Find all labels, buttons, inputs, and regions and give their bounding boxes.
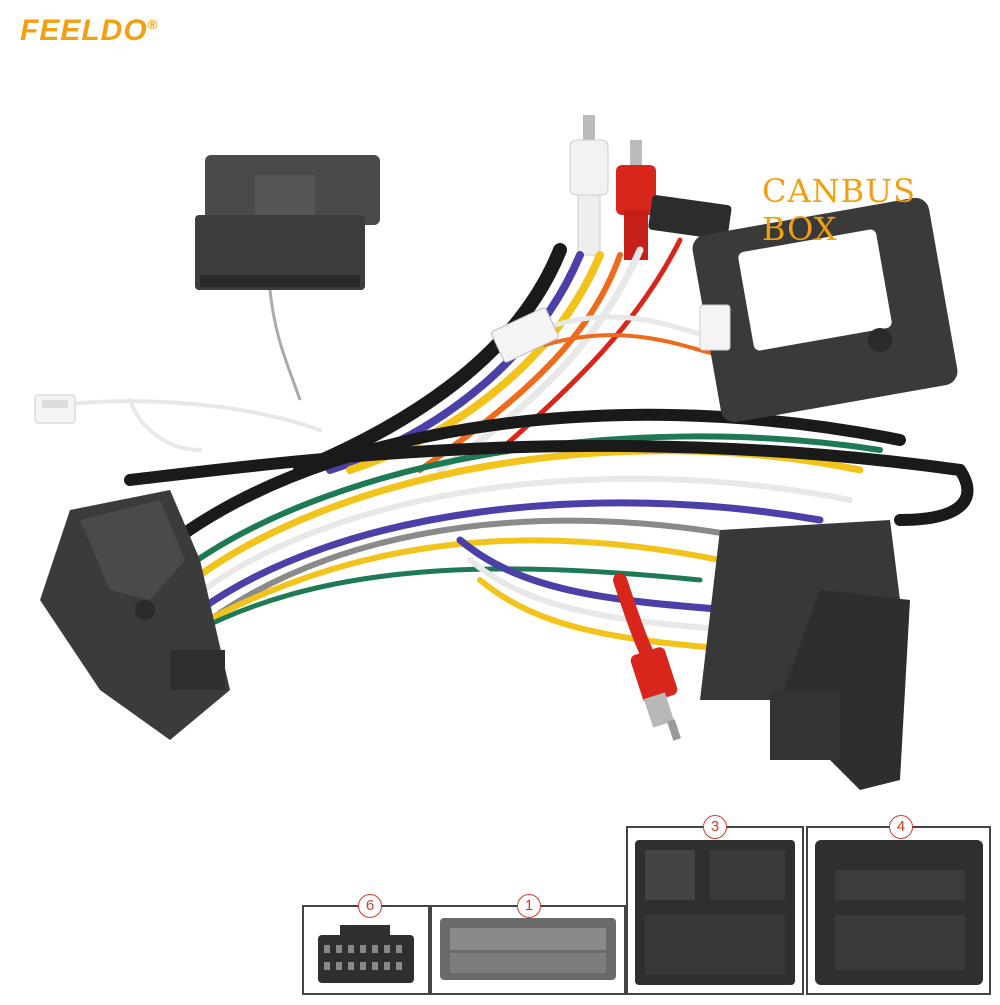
brand-name: FEELDO	[20, 14, 148, 47]
trademark-symbol: ®	[147, 17, 159, 32]
canbus-box-icon	[692, 197, 958, 423]
white-plug	[34, 394, 76, 424]
rca-plug-red-icon	[616, 140, 656, 260]
rca-plug-bottom-icon	[630, 647, 681, 741]
connector-face-3	[626, 826, 804, 995]
wire-tag	[491, 307, 559, 363]
left-quadlock-connector	[40, 490, 230, 740]
connector-number-6: 6	[358, 894, 382, 918]
connector-face-6	[302, 905, 430, 995]
connector-face-1	[430, 905, 626, 995]
gray-wire	[268, 289, 302, 401]
brand-logo: FEELDO®	[20, 14, 158, 48]
connector-number-4: 4	[889, 815, 913, 839]
top-connector	[195, 155, 380, 290]
wire-bundle	[58, 237, 974, 667]
small-plug	[648, 195, 732, 240]
rca-plug-white-icon	[569, 115, 609, 256]
canbus-box-label: CANBUS BOX	[762, 172, 916, 248]
connector-number-3: 3	[703, 815, 727, 839]
connector-face-4	[806, 826, 991, 995]
right-quadlock-connector	[700, 520, 910, 790]
connector-number-1: 1	[517, 894, 541, 918]
